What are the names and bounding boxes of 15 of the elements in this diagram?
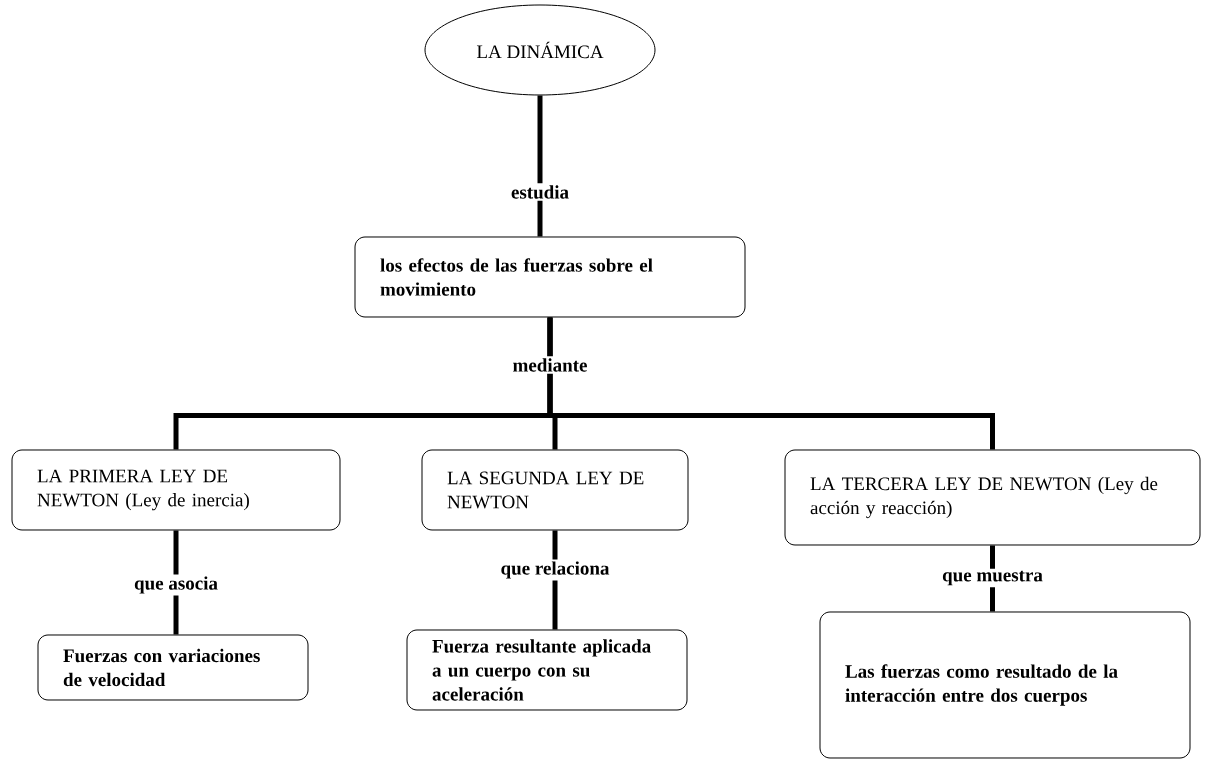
concept-box: LA SEGUNDA LEY DE NEWTON (421, 449, 689, 531)
edge-label: que muestra (940, 568, 1045, 588)
edge-label: que asocia (132, 574, 220, 596)
concept-box: Fuerzas con variaciones de velocidad (37, 634, 309, 701)
concept-box: los efectos de las fuerzas sobre el movimiento (354, 236, 746, 318)
edge-label: que relaciona (498, 559, 612, 581)
ellipse-node: LA DINÁMICA (424, 4, 656, 96)
edge-label: estudia (508, 183, 572, 201)
concept-box: Fuerza resultante aplicada a un cuerpo con su aceleración (406, 629, 688, 711)
concept-box: LA TERCERA LEY DE NEWTON (Ley de acción y reacción) (784, 449, 1201, 546)
concept-box: Las fuerzas como resultado de la interacción entre dos cuerpos (819, 611, 1191, 759)
edge-label: mediante (510, 356, 590, 374)
concept-box: LA PRIMERA LEY DE NEWTON (Ley de inercia) (11, 449, 341, 531)
connector-line (537, 95, 543, 237)
connector-line (547, 317, 995, 450)
